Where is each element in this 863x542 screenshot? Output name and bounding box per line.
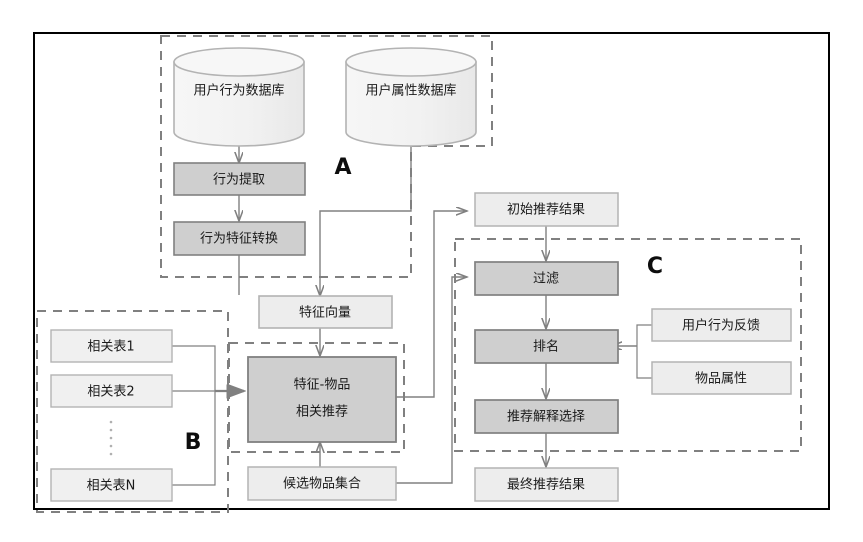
node-db-profile[interactable]: 用户属性数据库 [345, 47, 477, 147]
edge-table1-bus [172, 345, 216, 391]
node-relation-table-1[interactable]: 相关表1 [50, 329, 173, 363]
node-relation-table-1-label: 相关表1 [87, 340, 134, 355]
group-a-letter: A [334, 155, 351, 180]
node-candidate-item-set-label: 候选物品集合 [283, 476, 361, 492]
edge-feedback-bus [636, 324, 652, 346]
node-db-behavior[interactable]: 用户行为数据库 [173, 47, 305, 147]
node-user-feedback[interactable]: 用户行为反馈 [651, 308, 792, 342]
node-db-behavior-label: 用户行为数据库 [193, 83, 284, 99]
node-relation-table-n-label: 相关表N [87, 479, 136, 494]
node-behavior-feature-transform[interactable]: 行为特征转换 [173, 221, 306, 256]
node-relation-table-2[interactable]: 相关表2 [50, 374, 173, 408]
node-feature-item-rec-label-line2: 相关推荐 [296, 405, 348, 420]
edge-rec-to-initial-result [396, 211, 467, 398]
group-c-dashed-region [454, 238, 802, 452]
node-behavior-extract[interactable]: 行为提取 [173, 162, 306, 196]
core-dashed-region [228, 342, 405, 453]
node-initial-result[interactable]: 初始推荐结果 [474, 192, 619, 227]
node-final-result[interactable]: 最终推荐结果 [474, 467, 619, 502]
group-b-dashed-region [36, 310, 229, 513]
node-feature-item-rec-label-line1: 特征-物品 [294, 378, 351, 393]
group-a-dashed-region [160, 35, 493, 278]
node-relation-table-n[interactable]: 相关表N [50, 468, 173, 502]
node-explanation-select-label: 推荐解释选择 [507, 410, 585, 425]
relation-tables-ellipsis [109, 420, 113, 456]
node-relation-table-2-label: 相关表2 [87, 385, 134, 400]
edge-tablen-bus [172, 391, 216, 486]
group-c-letter: C [647, 254, 663, 279]
node-feature-vector-label: 特征向量 [299, 305, 351, 321]
edge-candidate-to-filter [396, 277, 467, 484]
node-user-feedback-label: 用户行为反馈 [682, 318, 760, 334]
edge-db-profile-to-feature-vector [320, 138, 412, 296]
node-behavior-feature-transform-label: 行为特征转换 [200, 232, 278, 247]
group-b-letter: B [185, 430, 202, 455]
node-candidate-item-set[interactable]: 候选物品集合 [247, 466, 397, 501]
node-ranking-label: 排名 [533, 339, 559, 355]
node-feature-item-rec[interactable]: 特征-物品 相关推荐 [247, 356, 397, 443]
node-ranking[interactable]: 排名 [474, 329, 619, 364]
edge-itemattr-bus [636, 346, 652, 379]
node-db-profile-label: 用户属性数据库 [365, 83, 456, 99]
node-feature-vector[interactable]: 特征向量 [258, 295, 393, 329]
node-explanation-select[interactable]: 推荐解释选择 [474, 399, 619, 434]
node-behavior-extract-label: 行为提取 [213, 172, 265, 188]
node-filter[interactable]: 过滤 [474, 261, 619, 296]
node-item-attribute[interactable]: 物品属性 [651, 361, 792, 395]
node-initial-result-label: 初始推荐结果 [507, 203, 585, 218]
node-filter-label: 过滤 [533, 272, 559, 287]
node-item-attribute-label: 物品属性 [695, 372, 747, 387]
node-final-result-label: 最终推荐结果 [507, 477, 585, 493]
